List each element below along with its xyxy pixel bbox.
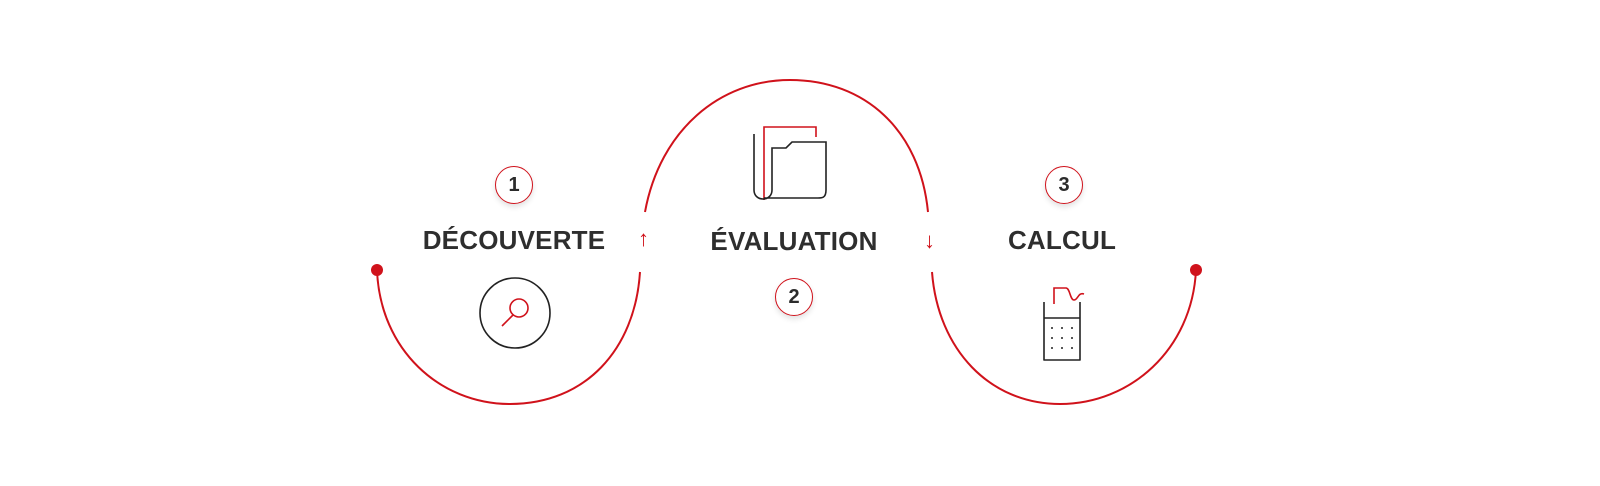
step-1-title: DÉCOUVERTE [422,225,606,255]
calculator-receipt-icon [1043,287,1085,361]
end-dot [1190,264,1202,276]
step-2-badge: 2 [775,278,813,316]
arrow-up-icon: ↑ [638,226,649,251]
arrow-down-icon: ↓ [924,228,935,253]
step-2-title: ÉVALUATION [710,226,878,256]
step-3-title: CALCUL [1007,225,1117,255]
step-3-badge: 3 [1045,166,1083,204]
step-1-badge: 1 [495,166,533,204]
magnifier-in-circle-icon [479,277,551,349]
folder-document-icon [753,126,827,200]
